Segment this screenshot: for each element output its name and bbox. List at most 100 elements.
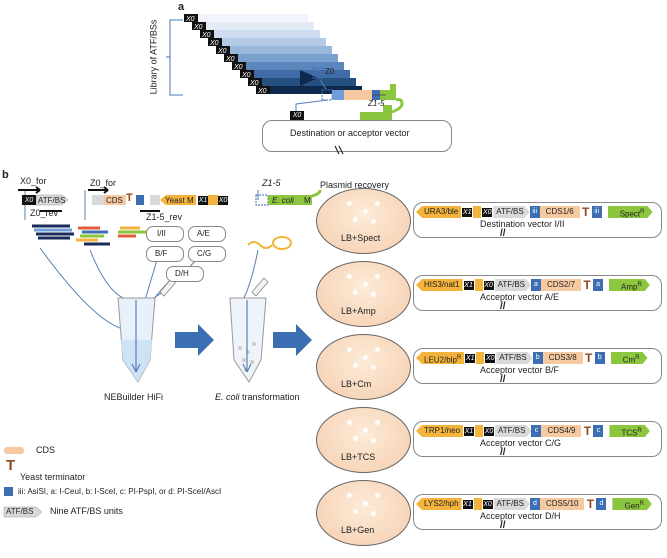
library-unit [230, 46, 332, 54]
legend-terminator: Yeast terminator [20, 472, 86, 482]
atf-bs-unit: ATF/BS [494, 498, 530, 510]
agar-plate: LB+Cm [316, 334, 411, 400]
colony [353, 509, 358, 514]
x0-label-a: X0 [290, 111, 304, 120]
library-x0-box [232, 62, 246, 70]
library-x0-text: X0 [225, 56, 235, 63]
x0-box: X0 [484, 426, 495, 436]
colony [347, 201, 352, 206]
yellow-linker [475, 425, 484, 437]
colony [375, 201, 380, 206]
agar-plate: LB+Spect [316, 188, 411, 254]
colony [375, 493, 380, 498]
restriction-site: iii [529, 206, 540, 218]
yeast-marker: HIS3/nat1 [416, 279, 463, 291]
yeast-marker: LYS2/hph [416, 498, 462, 510]
library-unit [238, 54, 338, 62]
vector-break: // [500, 447, 506, 458]
cds-block: CDS5/10 [539, 498, 585, 510]
yellow-linker [473, 206, 482, 218]
vector-name: Acceptor vector A/E [480, 292, 560, 302]
agar-plate: LB+Amp [316, 261, 411, 327]
terminator-icon: T [126, 192, 133, 204]
terminator-icon: T [585, 351, 593, 365]
legend-nine-units: Nine ATF/BS units [50, 506, 123, 516]
terminator-icon: T [582, 205, 590, 219]
library-unit [206, 22, 314, 30]
colony [347, 274, 352, 279]
agar-plate: LB+Gen [316, 480, 411, 546]
terminator-icon: T [583, 424, 592, 438]
colony [375, 420, 380, 425]
yeast-m-label: Yeast M [165, 196, 194, 205]
library-x0-box [200, 30, 214, 38]
pair-vector-4: C/G [188, 246, 226, 262]
atf-bs-unit: ATF/BS [495, 279, 531, 291]
library-x0-text: X0 [201, 32, 211, 39]
destination-vector-label: Destination or acceptor vector [290, 128, 410, 138]
legend-atf-box: ATF/BS [6, 507, 34, 516]
x0-box: X0 [482, 207, 493, 217]
restriction-site: d [596, 498, 607, 510]
colony [353, 363, 358, 368]
yellow-linker [474, 279, 483, 291]
pair-vector-3: B/F [146, 246, 184, 262]
plasmid-recovery-label: Plasmid recovery [320, 180, 390, 190]
library-x0-box [216, 46, 230, 54]
yeast-marker: URA3/ble [416, 206, 462, 218]
z15-label-a: Z1-5 [368, 99, 385, 108]
library-unit [214, 30, 320, 38]
library-x0-box [256, 86, 270, 94]
colony [375, 347, 380, 352]
transformation-label: E. coli transformation [215, 392, 300, 402]
vector-break: // [500, 520, 506, 531]
x1-box: X1 [463, 280, 474, 290]
destination-vector-a [262, 120, 452, 152]
colony [347, 420, 352, 425]
vector-name: Acceptor vector D/H [480, 511, 561, 521]
z0-label: Z0 [325, 67, 335, 76]
cds-block: CDS3/8 [542, 352, 583, 364]
x1-box: X1 [462, 499, 473, 509]
restriction-site: a [593, 279, 604, 291]
x1-box: X1 [462, 207, 473, 217]
restriction-site: b [594, 352, 605, 364]
vector-break: // [500, 301, 506, 312]
vector-name: Acceptor vector B/F [480, 365, 560, 375]
resistance-marker: SpectR [608, 206, 653, 218]
pair-vector-2: A/E [188, 226, 226, 242]
legend-terminator-icon: T [6, 457, 16, 474]
plate-label: LB+TCS [341, 452, 376, 462]
colony [371, 219, 376, 224]
restriction-site: iii [591, 206, 602, 218]
colony [363, 501, 368, 506]
z15-rev-label: Z1-5_rev [146, 212, 183, 222]
library-x0-text: X0 [257, 88, 267, 95]
x0-box: X0 [483, 280, 494, 290]
colony [347, 493, 352, 498]
plate-label: LB+Gen [341, 525, 375, 535]
atf-bs-unit: ATF/BS [495, 425, 531, 437]
vector-name: Acceptor vector C/G [480, 438, 562, 448]
restriction-site: c [531, 425, 542, 437]
library-x0-text: X0 [217, 48, 227, 55]
restriction-site: a [531, 279, 541, 291]
ecoli-m-label: E. coli [272, 196, 294, 205]
library-x0-text: X0 [241, 72, 251, 79]
colony [363, 428, 368, 433]
yeast-marker: LEU2/blpR [416, 352, 465, 364]
z0-for-label: Z0_for [90, 178, 117, 188]
x0-box: X0 [485, 353, 496, 363]
atf-bs-unit: ATF/BS [493, 206, 529, 218]
restriction-site: c [593, 425, 604, 437]
library-x0-text: X0 [233, 64, 243, 71]
pair-vector-5: D/H [166, 266, 204, 282]
panel-b-label: b [2, 169, 9, 181]
library-x0-text: X0 [185, 16, 195, 23]
terminator-icon: T [583, 278, 591, 292]
colony [371, 292, 376, 297]
